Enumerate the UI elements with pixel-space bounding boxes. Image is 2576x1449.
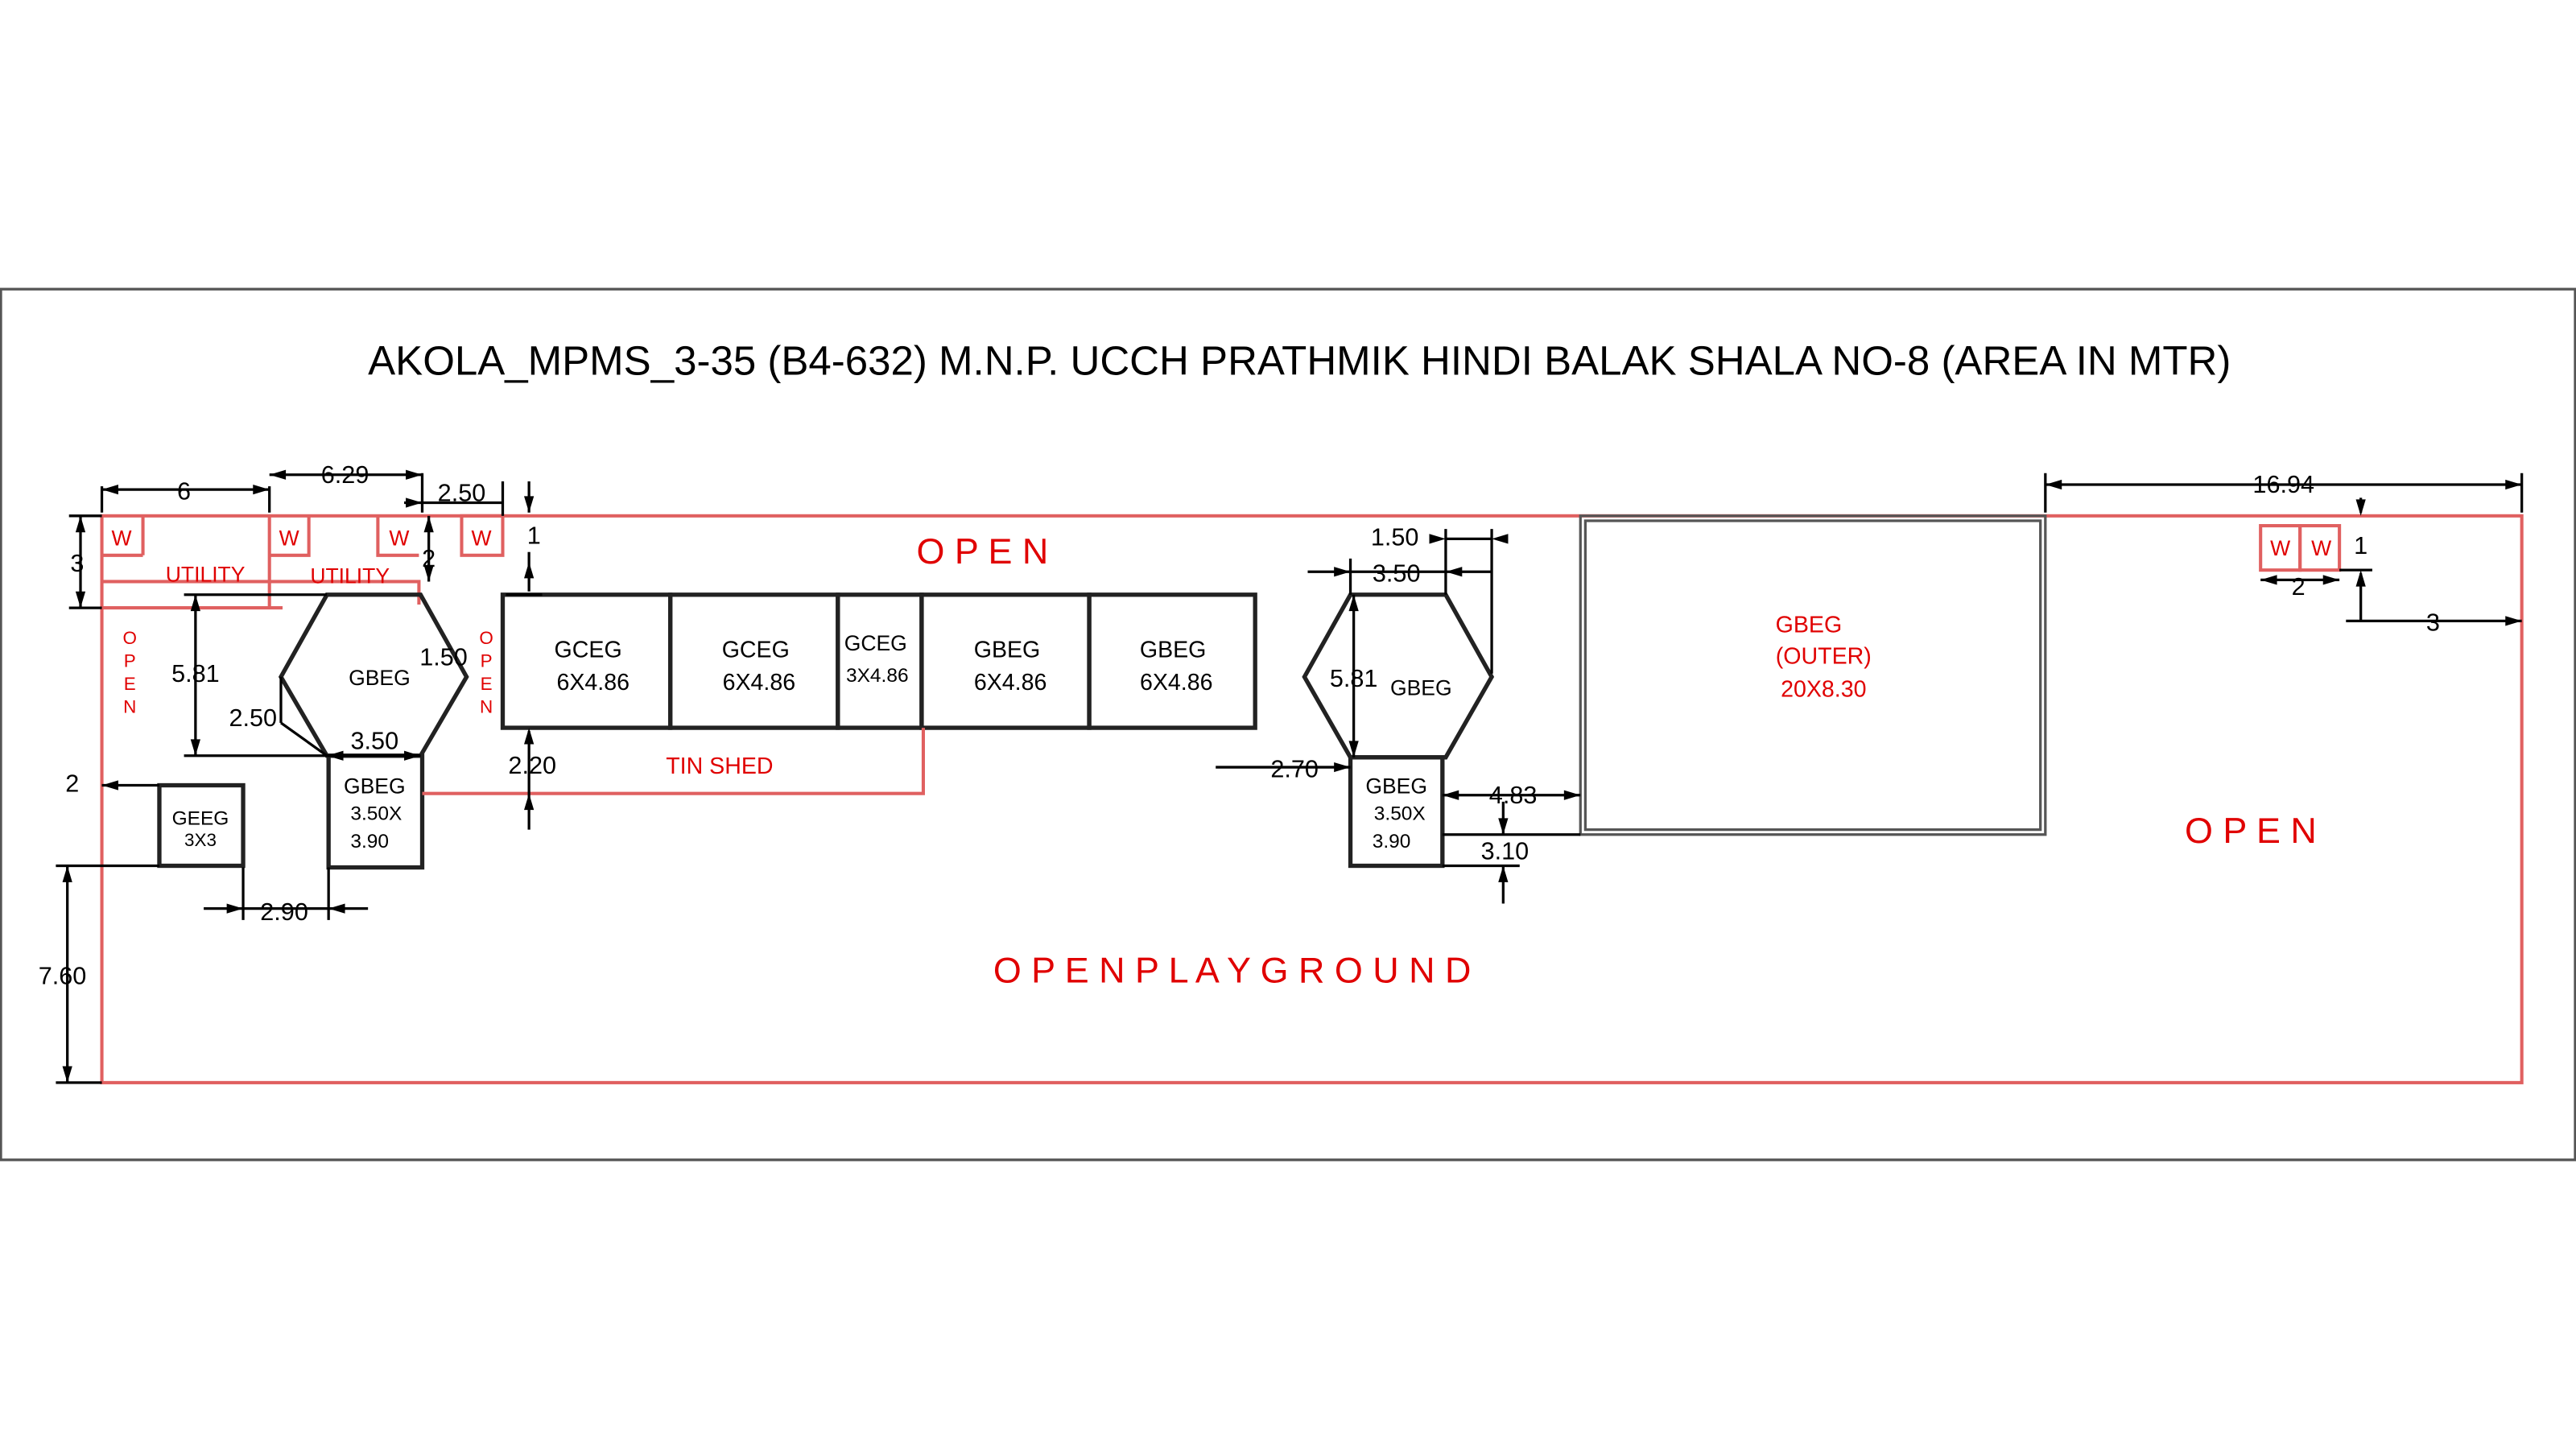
site-boundary [100,514,2524,1084]
svg-text:GBEG: GBEG [974,637,1041,663]
room-name: GBEG [344,774,406,799]
w-label: W [471,526,491,551]
svg-text:1: 1 [527,522,541,550]
svg-text:O: O [479,628,493,648]
svg-text:6X4.86: 6X4.86 [974,670,1047,696]
svg-text:N: N [123,697,136,717]
svg-text:GBEG: GBEG [1140,637,1207,663]
open-label-top: O P E N [917,530,1049,572]
room-gbeg-5 [1087,592,1257,730]
room-size: 3X3 [184,830,217,850]
svg-text:1.50: 1.50 [419,644,468,671]
tin-shed-label: TIN SHED [666,753,773,779]
open-vertical-left: O P E N [122,628,136,717]
svg-text:GCEG: GCEG [555,637,622,663]
svg-text:6X4.86: 6X4.86 [723,670,796,696]
dimension-lines [56,469,2524,1084]
room-size: 3.50X [350,803,402,824]
svg-text:GCEG: GCEG [722,637,790,663]
svg-text:3.50: 3.50 [351,728,399,755]
w-label: W [279,526,299,551]
svg-text:2.50: 2.50 [438,479,486,506]
open-label-right: O P E N [2185,810,2317,851]
svg-text:2.50: 2.50 [229,704,277,732]
room-gbeg-outer [1579,514,2047,836]
utility-label: UTILITY [166,562,246,586]
svg-text:3: 3 [70,550,84,577]
svg-text:2.90: 2.90 [260,898,308,926]
svg-text:3.50: 3.50 [1373,559,1421,587]
room-gceg-3 [836,592,924,730]
svg-text:O: O [122,628,136,648]
open-play-ground-label: O P E N P L A Y G R O U N D [993,949,1472,990]
room-size: 3.90 [350,831,389,852]
svg-text:P: P [124,651,136,671]
svg-text:P: P [481,651,493,671]
room-name: GBEG [1776,613,1843,638]
svg-text:1.50: 1.50 [1371,524,1419,551]
svg-text:1: 1 [2354,532,2368,559]
svg-text:2: 2 [422,545,436,572]
svg-text:5.81: 5.81 [171,660,220,687]
utility-zone: W W W W UTILITY UTILITY [101,514,505,610]
w-label: W [389,526,409,551]
svg-text:7.60: 7.60 [39,962,87,989]
drawing-title: AKOLA_MPMS_3-35 (B4-632) M.N.P. UCCH PRA… [368,337,2231,383]
room-label: GBEG [1390,675,1452,700]
svg-text:W: W [2311,536,2331,560]
svg-text:E: E [124,674,136,694]
svg-text:2: 2 [65,770,79,798]
svg-text:E: E [481,674,493,694]
classroom-row: GCEG 6X4.86 GCEG 6X4.86 GCEG 3X4.86 GBEG… [500,592,1257,730]
svg-text:4.83: 4.83 [1489,782,1538,809]
tin-shed-outline [422,728,925,795]
svg-text:N: N [480,697,493,717]
svg-text:3X4.86: 3X4.86 [846,665,909,687]
svg-text:6.29: 6.29 [321,461,369,489]
svg-text:W: W [2270,536,2290,560]
room-name: GBEG [1365,774,1427,799]
svg-text:2.70: 2.70 [1270,755,1319,782]
svg-text:GCEG: GCEG [844,631,907,655]
svg-text:3.10: 3.10 [1481,837,1530,865]
room-sub: (OUTER) [1776,643,1872,669]
drawing-frame [0,287,2576,1162]
room-label: GBEG [349,666,411,690]
svg-text:6X4.86: 6X4.86 [1140,670,1213,696]
svg-text:5.81: 5.81 [1330,665,1378,692]
room-gbeg-right [1348,755,1445,869]
w-blocks-right: W W [2259,524,2342,572]
room-size: 3.90 [1373,831,1411,852]
svg-text:2.20: 2.20 [508,752,556,779]
svg-text:16.94: 16.94 [2252,471,2314,498]
open-vertical-middle: O P E N [479,628,493,717]
room-size: 3.50X [1374,803,1426,824]
svg-text:6: 6 [177,477,191,505]
room-size: 20X8.30 [1781,676,1866,702]
w-label: W [112,526,132,551]
utility-label: UTILITY [310,564,390,588]
dimension-labels: 6 6.29 2.50 3 2 1 5.81 2.50 1.50 3.50 2 … [39,461,2440,989]
svg-text:6X4.86: 6X4.86 [556,670,630,696]
svg-text:2: 2 [2292,573,2306,601]
room-geeg [157,782,246,869]
svg-text:3: 3 [2426,609,2440,637]
room-name: GEEG [172,807,229,829]
